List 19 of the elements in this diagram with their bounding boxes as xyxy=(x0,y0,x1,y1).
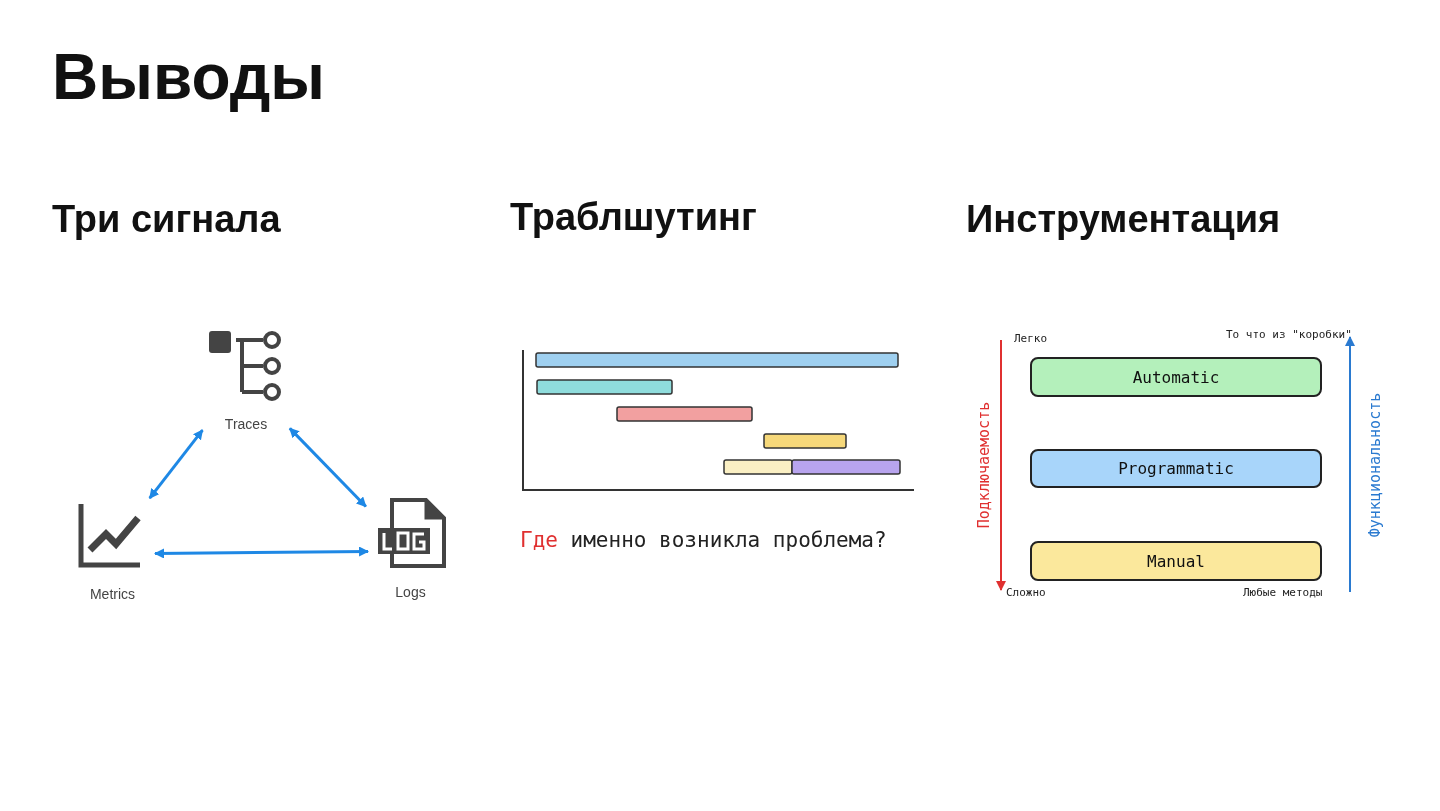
signal-label: Metrics xyxy=(88,586,137,602)
section-heading: Три сигнала xyxy=(52,198,281,241)
axis-end-label: Сложно xyxy=(1006,586,1046,599)
section-heading: Траблшутинг xyxy=(510,196,757,239)
axis-end-label: То что из "коробки" xyxy=(1226,328,1352,341)
level-box: Programmatic xyxy=(1030,449,1322,488)
slide-title: Выводы xyxy=(52,40,325,114)
signal-label: Logs xyxy=(394,584,427,600)
level-box: Manual xyxy=(1030,541,1322,581)
axis-title: Подключаемость xyxy=(975,401,993,529)
axis-title: Функциональность xyxy=(1366,392,1384,538)
section-heading: Инструментация xyxy=(966,198,1281,241)
axis-end-label: Легко xyxy=(1014,332,1048,345)
double-arrow xyxy=(154,546,370,559)
question-text: Где именно возникла проблема? xyxy=(520,528,887,552)
level-box: Automatic xyxy=(1030,357,1322,397)
double-arrow xyxy=(148,429,204,500)
double-arrow xyxy=(288,427,367,508)
signal-label: Traces xyxy=(223,416,269,432)
